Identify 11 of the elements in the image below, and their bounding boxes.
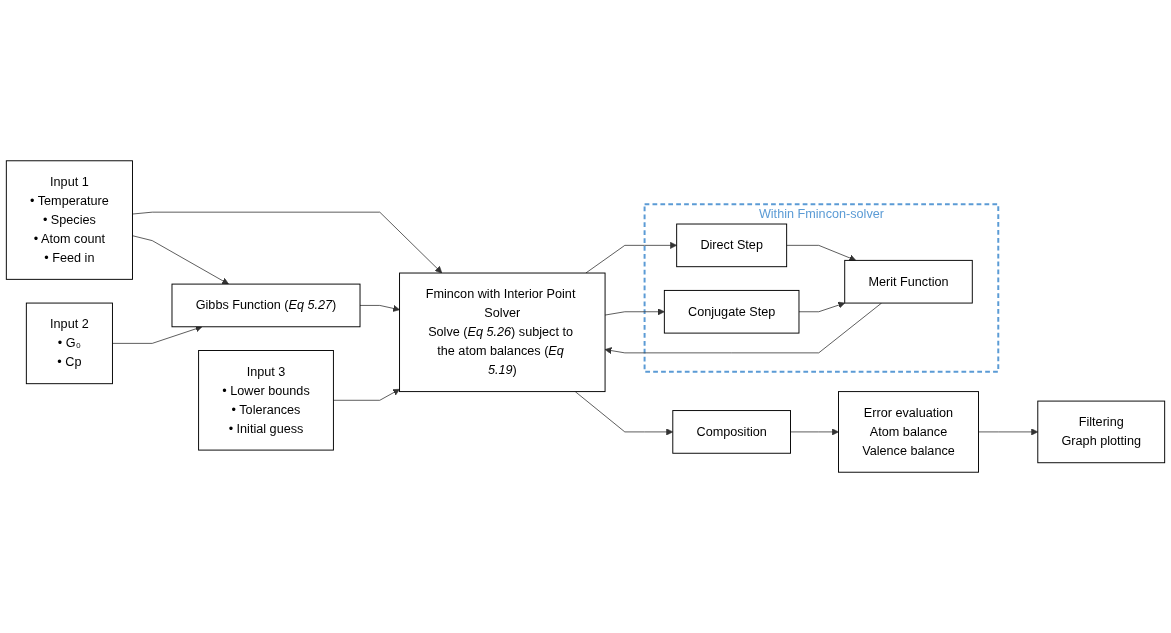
node-box: Fmincon with Interior Point Solver Solve (Eq 5.26) subject to the atom balances (Eq 5.19) — [399, 272, 606, 393]
node-box: Input 3 • Lower bounds • Tolerances • Initial guess — [198, 350, 334, 451]
node-box: Input 2 • G₀ • Cp — [25, 302, 113, 385]
node-box: Merit Function — [844, 259, 973, 304]
node-box: Input 1 • Temperature • Species • Atom count • Feed in — [5, 160, 133, 280]
node-box: Filtering Graph plotting — [1037, 400, 1166, 464]
node-box: Error evaluation Atom balance Valence balance — [838, 391, 979, 473]
node-box: Direct Step — [676, 223, 788, 268]
node-box: Conjugate Step — [663, 289, 800, 334]
node-box: Gibbs Function (Eq 5.27) — [171, 283, 361, 328]
node-box: Composition — [672, 410, 791, 454]
